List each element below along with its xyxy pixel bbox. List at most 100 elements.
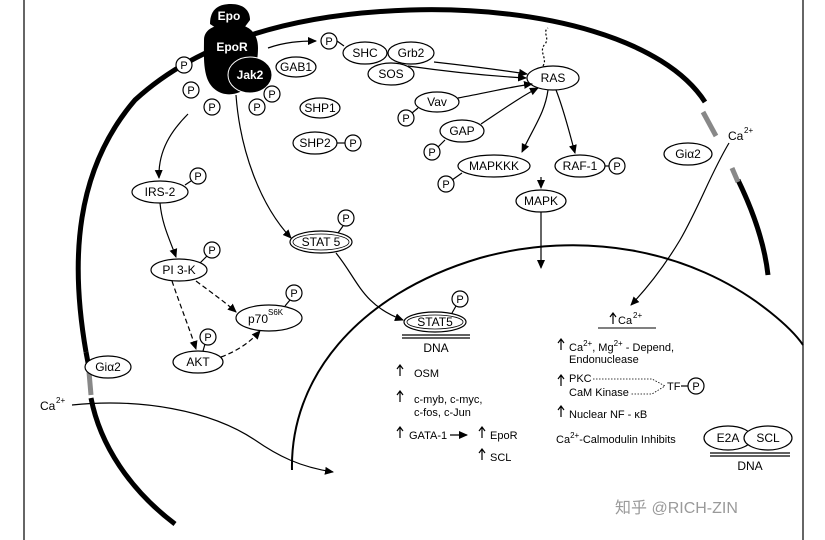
stat5-nuclear-node: [403, 311, 467, 333]
phosphate-icon: [687, 377, 705, 395]
arrow-pi3k-to-akt: [171, 280, 198, 350]
gia2-right-label: Giα2: [675, 147, 701, 161]
stat5-label: STAT 5: [302, 235, 341, 249]
phosphate-icon: [248, 98, 266, 116]
nuclear-envelope: [290, 244, 804, 471]
raf1-label: RAF-1: [563, 159, 598, 173]
epo-shape: [210, 4, 250, 28]
phosphate-icon: [203, 241, 221, 259]
ca-right-label: Ca: [728, 129, 744, 143]
membrane-channel-left: [86, 371, 94, 396]
jak2-label: Jak2: [237, 68, 264, 82]
arrow-pi3k-to-p70: [195, 280, 237, 313]
gene-epor: EpoR: [490, 430, 518, 442]
svg-text:P: P: [290, 288, 297, 300]
up-arrow-icon: [478, 426, 486, 438]
cell-membrane-bottom-left: [88, 397, 177, 526]
gia2-right-node: [663, 142, 713, 166]
svg-text:P: P: [204, 332, 211, 344]
gia2-left-label: Giα2: [95, 360, 121, 374]
svg-text:P: P: [268, 89, 275, 101]
up-arrow-icon: [478, 448, 486, 460]
svg-text:P: P: [325, 36, 332, 48]
up-arrow-icon: [396, 426, 404, 438]
stat5-nuclear-label: STAT5: [417, 315, 453, 329]
grb2-node: [387, 41, 435, 65]
receptor-phosphates: P P P P P: [175, 56, 281, 116]
pkc-camk-bracket: [593, 378, 666, 395]
phosphate-icon: [263, 85, 281, 103]
svg-text:P: P: [180, 60, 187, 72]
gene-gata1: GATA-1: [409, 430, 447, 442]
akt-node: [172, 350, 224, 374]
svg-text:P: P: [349, 138, 356, 150]
endo-line-1: Ca2+, Mg2+ - Depend,: [569, 339, 674, 354]
shc-label: SHC: [352, 46, 378, 60]
sos-label: SOS: [378, 67, 403, 81]
cell-membrane-top: [75, 7, 708, 353]
up-arrow-icon: [557, 374, 565, 386]
stat5-node: [289, 230, 353, 254]
ca-left-label: Ca: [40, 399, 56, 413]
ca-left-sup: 2+: [56, 396, 65, 405]
membrane-channel-right: [729, 167, 741, 183]
arrow-vav-to-ras: [457, 80, 533, 99]
scl-label: SCL: [756, 431, 780, 445]
phosphate-icon: [451, 290, 469, 308]
up-arrow-icon: [396, 390, 404, 402]
phosphate-icon: [203, 98, 221, 116]
up-arrow-icon: [609, 312, 617, 324]
phosphate-icon: [344, 134, 362, 152]
svg-text:P: P: [692, 381, 699, 393]
ca-box-label: Ca: [618, 315, 633, 327]
camk-label: CaM Kinase: [569, 387, 629, 399]
svg-text:P: P: [442, 179, 449, 191]
dna-label: DNA: [423, 341, 448, 355]
arrow-stat5-to-nucleus: [335, 252, 404, 322]
phosphate-icon: [285, 284, 303, 302]
arrow-jak2-to-stat5: [235, 94, 292, 239]
phosphate-icon: [189, 167, 207, 185]
svg-text:P: P: [428, 147, 435, 159]
ras-label: RAS: [541, 71, 566, 85]
tf-label: TF: [667, 381, 681, 393]
up-arrow-icon: [557, 338, 565, 350]
pathway-arrows: [71, 37, 730, 475]
ras-node: [526, 65, 580, 91]
nfkb-label: Nuclear NF - κB: [569, 409, 647, 421]
arrow-irs2-to-pi3k: [159, 202, 178, 258]
calmodulin-label: Ca2+-Calmodulin Inhibits: [556, 431, 676, 446]
svg-text:P: P: [456, 294, 463, 306]
gene-cmyb-1: c-myb, c-myc,: [414, 394, 482, 406]
arrow-grb2-to-ras: [433, 61, 528, 77]
arrow-ras-to-raf1: [555, 89, 577, 154]
arrow-ras-to-mapkkk: [521, 89, 549, 153]
svg-text:P: P: [187, 85, 194, 97]
arrow-sos-to-ras: [407, 65, 527, 82]
e2a-label: E2A: [717, 431, 740, 445]
phosphate-icon: [175, 56, 193, 74]
svg-text:P: P: [253, 102, 260, 114]
dna2-label: DNA: [737, 459, 762, 473]
svg-text:P: P: [194, 171, 201, 183]
phosphate-icon: [337, 209, 355, 227]
svg-text:P: P: [208, 245, 215, 257]
shp1-node: [299, 97, 341, 119]
phosphate-icon: [199, 328, 217, 346]
scl-node: [743, 425, 793, 451]
mapk-label: MAPK: [524, 194, 558, 208]
up-arrow-icon: [557, 405, 565, 417]
irs2-label: IRS-2: [145, 185, 176, 199]
gene-osm: OSM: [414, 368, 439, 380]
p70-label: p70: [248, 312, 268, 326]
jak2-shape: [227, 56, 273, 94]
shc-node: [342, 41, 388, 65]
gap-label: GAP: [449, 124, 474, 138]
ras-anchor: [541, 27, 549, 67]
phosphate-icon: [397, 109, 415, 127]
arrow-gap-to-ras: [480, 87, 539, 125]
arrow-ca-right-to-nucleus: [630, 142, 730, 306]
pi3k-label: PI 3-K: [162, 263, 195, 277]
